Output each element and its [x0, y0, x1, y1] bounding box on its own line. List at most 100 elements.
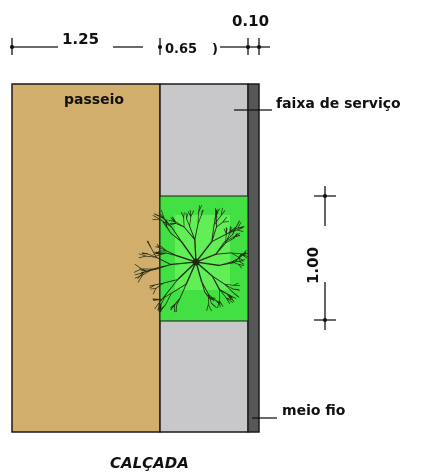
- tree-branch: [215, 242, 227, 255]
- tree-branch: [226, 293, 231, 299]
- tree-branch: [175, 223, 185, 228]
- vertical-dimension-dots: [323, 194, 327, 322]
- tree-branch: [227, 227, 239, 234]
- tree-branch: [226, 293, 233, 298]
- dim-planter-length: 1.00: [304, 247, 322, 284]
- tree-branch: [141, 270, 148, 273]
- tree-branch: [155, 256, 172, 265]
- tree-branch: [155, 264, 172, 270]
- tree-branch: [216, 221, 224, 228]
- tree-branch: [165, 279, 179, 295]
- tree-branch: [189, 216, 192, 227]
- tree-branch: [155, 254, 161, 257]
- tree-branch: [154, 302, 160, 309]
- top-dimension-dots: [10, 45, 261, 49]
- tree-branch: [197, 212, 199, 225]
- tree-branch: [225, 297, 231, 305]
- tree-branch: [197, 214, 202, 225]
- tree-branch: [158, 302, 160, 311]
- tree-branch: [231, 261, 240, 265]
- tree-branch: [189, 209, 192, 217]
- tree-branch: [225, 297, 233, 301]
- tree-trunk: [192, 258, 200, 266]
- tree-branch: [225, 233, 227, 244]
- tree-branch: [230, 252, 242, 255]
- tree-branch: [230, 252, 239, 258]
- tree-branch: [211, 224, 215, 243]
- tree-branch: [170, 283, 187, 294]
- tree-branch: [156, 243, 160, 249]
- tree-branch: [208, 294, 212, 304]
- tree-branch: [225, 227, 228, 235]
- tree-branch: [211, 275, 220, 291]
- tree-branch: [165, 292, 172, 306]
- tree-branch: [170, 304, 175, 309]
- tree-branch: [219, 289, 228, 295]
- tree-branch: [185, 261, 197, 285]
- tree-branch: [233, 233, 238, 239]
- tree-branch: [225, 297, 233, 303]
- tree-branch: [163, 279, 179, 284]
- tree-branch: [176, 261, 197, 281]
- dim-faixa-servico-suffix: ): [212, 42, 218, 57]
- tree-branch: [170, 304, 176, 310]
- tree-branch: [198, 205, 200, 213]
- tree-branch: [180, 211, 185, 219]
- caption: CALÇADA: [110, 454, 189, 472]
- tree-branch: [134, 272, 144, 276]
- tree-branch: [238, 264, 244, 266]
- tree-branch: [215, 252, 232, 255]
- tree-branch: [222, 216, 227, 223]
- tree-branch: [152, 287, 157, 295]
- meio-fio-area: [247, 83, 260, 433]
- tree-branch: [150, 287, 157, 290]
- tree-branch: [236, 229, 244, 232]
- tree-branch: [238, 264, 242, 269]
- tree-branch: [195, 240, 213, 263]
- tree-branch: [141, 252, 149, 255]
- tree-branch: [225, 237, 235, 244]
- tree-branch: [186, 218, 190, 227]
- tree-branch: [237, 256, 241, 263]
- tree-branch: [146, 240, 152, 248]
- tree-branch: [166, 250, 178, 257]
- tree-branch: [183, 226, 196, 241]
- tree-branch: [215, 211, 219, 219]
- tree-branch: [206, 304, 209, 312]
- passeio-area: [11, 83, 161, 433]
- tree-branch: [211, 302, 216, 307]
- tree-branch: [147, 253, 157, 258]
- tree-branch: [229, 227, 232, 235]
- tree-branch: [215, 209, 218, 216]
- tree-branch: [195, 261, 220, 267]
- dim-meio-fio: 0.10: [232, 12, 269, 30]
- tree-branch: [218, 300, 221, 308]
- dim-passeio: 1.25: [62, 30, 99, 48]
- tree-top-view-icon: [133, 205, 250, 313]
- tree-branch: [213, 214, 216, 225]
- tree-branch: [232, 291, 240, 298]
- tree-branch: [150, 246, 157, 258]
- tree-branch: [149, 284, 156, 287]
- tree-branch: [153, 299, 162, 301]
- tree-branch: [175, 305, 177, 313]
- tree-branch: [201, 281, 210, 296]
- tree-branch: [180, 241, 197, 263]
- tree-branch: [155, 246, 160, 249]
- tree-branch: [155, 250, 161, 254]
- dim-faixa-servico: 0.65: [165, 42, 197, 57]
- tree-branch: [163, 222, 167, 227]
- tree-branch: [171, 218, 177, 224]
- tree-branch: [155, 282, 164, 289]
- tree-branch: [224, 283, 234, 293]
- tree-branch: [187, 211, 192, 217]
- tree-branch: [190, 210, 195, 217]
- tree-branch: [218, 261, 233, 266]
- tree-branch: [220, 210, 226, 216]
- tree-branch: [166, 225, 172, 234]
- tree-branch: [218, 289, 221, 301]
- tree-branch: [237, 226, 245, 229]
- label-faixa-servico: faixa de serviço: [276, 96, 401, 112]
- tree-branch: [225, 233, 231, 244]
